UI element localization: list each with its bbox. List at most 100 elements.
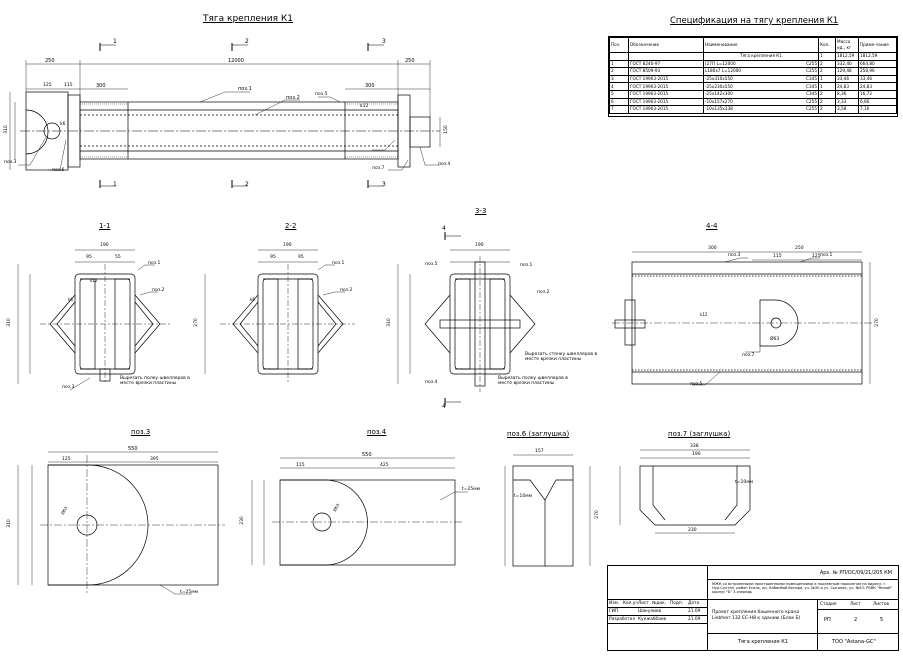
cut-2-top: 2 (245, 38, 249, 45)
s22-dim-190: 190 (283, 243, 292, 248)
poz3-dim-310: 310 (6, 519, 12, 528)
section-3-3 (397, 232, 536, 406)
spec-header-pos: Поз. (609, 37, 629, 53)
stamp-object: Проект крепления башенного крана Liebher… (712, 610, 801, 621)
spec-header-note: Приме-чание (858, 37, 897, 53)
section-1-1 (17, 249, 170, 391)
spec-header-code: Обозначение (628, 37, 704, 53)
poz6-plate (504, 454, 591, 567)
stamp-role-gip: ГИП Шакулиев 21.09 (608, 608, 708, 616)
s44-dim-380: 300 (708, 246, 717, 251)
dim-150: 150 (443, 125, 449, 134)
s44-label-poz1: поз.1 (820, 253, 833, 258)
stamp-project-desc: МЖК со встроенными пристроенными помещен… (712, 582, 893, 595)
main-title: Тяга крепления К1 (203, 14, 293, 24)
spec-header-name: Наименование (703, 37, 819, 53)
cut-1-top: 1 (113, 38, 117, 45)
stamp-role-developer: Разработал Кунжаббаев 21.09 (608, 616, 708, 624)
poz3-dim-125: 125 (62, 457, 71, 462)
s44-weld-k12: k12 (700, 312, 708, 317)
cut-2-bottom: 2 (245, 181, 249, 188)
label-poz6: поз.6 (52, 168, 65, 173)
weld-k6: k6 (60, 122, 66, 127)
poz4-title: поз.4 (367, 428, 387, 436)
spec-title: Спецификация на тягу крепления К1 (670, 16, 839, 26)
spec-group-row: Тяга крепления К1 1 1812,59 1812,59 (609, 52, 897, 61)
dim-end-left: 250 (45, 58, 55, 64)
poz4-plate (251, 457, 468, 566)
s22-label-poz1: поз.1 (332, 261, 345, 266)
s33-label-poz1: поз.1 (520, 263, 533, 268)
title-block: Арх. № РП/ОС/09/21/205 КМ МЖК со встроен… (607, 565, 899, 651)
s11-dim-310: 310 (6, 318, 12, 327)
poz7-thickness: t=10мм (735, 480, 754, 485)
s11-note-cut: Вырезать полку швеллеров в месте врезки … (120, 376, 190, 386)
label-poz5: поз.5 (315, 92, 328, 97)
specification-table: Поз. Обозначение Наименование Кол. Масса… (608, 36, 898, 117)
dim-300-left: 300 (96, 83, 106, 89)
s22-dim-270: 270 (193, 318, 199, 327)
dim-310: 310 (3, 125, 9, 134)
label-poz3: поз.3 (4, 160, 17, 165)
dim-end-right: 250 (405, 58, 415, 64)
s44-label-poz7: поз.7 (742, 353, 755, 358)
stamp-company: ТОО "Astana-GC" (832, 639, 876, 645)
s11-dim-190: 190 (100, 243, 109, 248)
s44-label-poz5: поз.5 (690, 382, 703, 387)
stamp-doc-number: Арх. № РП/ОС/09/21/205 КМ (819, 570, 892, 576)
section-1-1-title: 1-1 (99, 222, 111, 230)
poz4-dim-230: 230 (239, 516, 245, 525)
poz7-dim-190: 190 (692, 452, 701, 457)
poz3-dim-395: 395 (150, 457, 159, 462)
s22-dim-95-left: 95 (270, 255, 276, 260)
poz7-dim-230: 230 (688, 528, 697, 533)
cut-4-top: 4 (442, 225, 446, 232)
spec-header-mass: Масса ед., кг (835, 37, 859, 53)
label-poz4: поз.4 (438, 162, 451, 167)
poz4-thickness: t=25мм (462, 487, 481, 492)
cut-3-top: 3 (382, 38, 386, 45)
s44-hole: Ø63 (770, 337, 780, 342)
stamp-sheet-name: Тяга крепления К1 (738, 639, 788, 645)
cut-1-bottom: 1 (113, 181, 117, 188)
main-elevation (9, 43, 441, 188)
cut-4-bottom: 4 (442, 403, 446, 410)
poz7-title: поз.7 (заглушка) (668, 430, 731, 438)
s11-dim-95: 95 (86, 255, 92, 260)
spec-header-qty: Кол. (818, 37, 836, 53)
dim-300-right: 300 (365, 83, 375, 89)
s44-dim-250: 250 (795, 246, 804, 251)
dim-115: 115 (64, 83, 73, 88)
s33-note-cut-flange: Вырезать полку швеллеров в месте врезки … (498, 376, 568, 386)
s11-label-poz3: поз.3 (62, 385, 75, 390)
s44-dim-115: 115 (773, 254, 782, 259)
poz4-dim-550: 550 (362, 452, 372, 458)
s11-weld-k6: k6 (68, 297, 73, 302)
s33-label-poz2: поз.2 (537, 290, 550, 295)
s22-dim-95-right: 95 (298, 255, 304, 260)
poz7-dim-338: 338 (690, 444, 699, 449)
cut-3-bottom: 3 (382, 181, 386, 188)
s11-label-poz1: поз.1 (148, 261, 161, 266)
s22-weld-k6: k6 (250, 297, 255, 302)
dim-total-length: 12000 (228, 58, 244, 64)
poz4-dim-425: 425 (380, 463, 389, 468)
s44-dim-125: 125 (812, 254, 821, 259)
poz4-dim-115: 115 (296, 463, 305, 468)
s44-dim-270: 270 (874, 318, 880, 327)
poz3-title: поз.3 (131, 428, 151, 436)
stamp-revision-grid (608, 566, 708, 600)
poz3-dim-550: 550 (128, 446, 138, 452)
poz7-plate (619, 449, 751, 534)
poz6-dim-157: 157 (535, 449, 544, 454)
section-2-2 (204, 249, 355, 384)
s33-note-cut-web: Вырезать стенку швеллеров в месте врезки… (525, 352, 598, 362)
s33-dim-310: 310 (386, 318, 392, 327)
